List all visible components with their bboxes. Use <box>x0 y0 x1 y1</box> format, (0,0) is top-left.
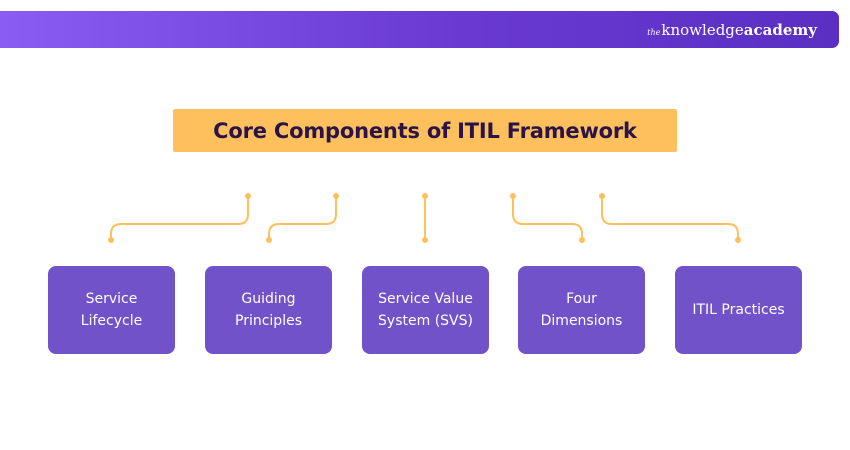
connector-4-top-dot <box>510 193 516 199</box>
diagram-title: Core Components of ITIL Framework <box>213 118 637 143</box>
connector-5 <box>601 195 739 241</box>
connector-4-bottom-dot <box>579 237 585 243</box>
component-card-service-value-system: Service Value System (SVS) <box>362 266 489 354</box>
connector-1 <box>110 195 249 241</box>
component-label: Service Value System (SVS) <box>378 291 473 329</box>
component-label: Guiding Principles <box>235 291 302 329</box>
connector-5-top-dot <box>599 193 605 199</box>
brand-main: knowledge <box>661 21 744 39</box>
component-card-service-lifecycle: Service Lifecycle <box>48 266 175 354</box>
connector-5-bottom-dot <box>735 237 741 243</box>
connector-3-bottom-dot <box>422 237 428 243</box>
header-banner: theknowledgeacademy <box>0 11 839 48</box>
connector-2 <box>268 195 337 241</box>
component-label: ITIL Practices <box>692 302 785 318</box>
connector-4 <box>512 195 583 241</box>
connector-2-bottom-dot <box>266 237 272 243</box>
component-card-four-dimensions: Four Dimensions <box>518 266 645 354</box>
component-card-guiding-principles: Guiding Principles <box>205 266 332 354</box>
component-card-itil-practices: ITIL Practices <box>675 266 802 354</box>
connector-2-top-dot <box>333 193 339 199</box>
component-label: Service Lifecycle <box>80 291 143 329</box>
connector-1-top-dot <box>245 193 251 199</box>
connector-3-top-dot <box>422 193 428 199</box>
brand-bold: academy <box>743 21 817 39</box>
diagram-title-box: Core Components of ITIL Framework <box>173 109 677 152</box>
brand-logo: theknowledgeacademy <box>647 20 817 43</box>
brand-prefix: the <box>647 28 661 37</box>
connector-1-bottom-dot <box>108 237 114 243</box>
component-label: Four Dimensions <box>540 291 623 329</box>
